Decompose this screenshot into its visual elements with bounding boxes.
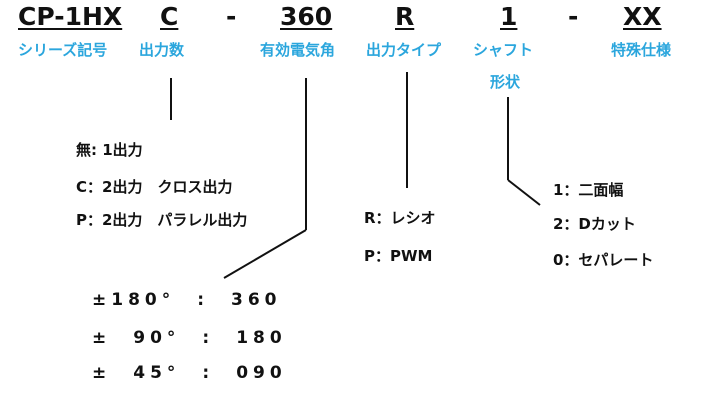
angle-option-180: ± 90° : 180 bbox=[92, 328, 287, 348]
code-shaft: 1 bbox=[500, 2, 518, 31]
code-output: C bbox=[160, 2, 179, 31]
shaft-option-double-flat: 1：二面幅 bbox=[553, 181, 624, 199]
caption-type: 出力タイプ bbox=[366, 41, 442, 59]
shaft-option-separate: 0：セパレート bbox=[553, 251, 654, 269]
code-series: CP-1HX bbox=[18, 2, 123, 31]
shaft-option-d-cut: 2：Dカット bbox=[553, 215, 636, 233]
caption-series: シリーズ記号 bbox=[18, 41, 108, 59]
caption-angle: 有効電気角 bbox=[260, 41, 336, 59]
type-option-pwm: P：PWM bbox=[364, 247, 433, 265]
code-type: R bbox=[395, 2, 415, 31]
code-angle: 360 bbox=[280, 2, 333, 31]
caption-special: 特殊仕様 bbox=[611, 41, 672, 59]
output-option-none: 無: 1出力 bbox=[76, 141, 143, 159]
caption-shaft-line1: シャフト bbox=[473, 41, 534, 59]
code-separator-1: - bbox=[226, 2, 237, 31]
leader-shaft-diagonal bbox=[507, 179, 541, 206]
code-separator-2: - bbox=[568, 2, 579, 31]
output-option-cross: C：2出力 クロス出力 bbox=[76, 178, 233, 196]
output-option-parallel: P：2出力 パラレル出力 bbox=[76, 211, 248, 229]
code-special: XX bbox=[623, 2, 662, 31]
caption-shaft-line2: 形状 bbox=[490, 73, 521, 91]
caption-output: 出力数 bbox=[139, 41, 185, 59]
type-option-ratio: R：レシオ bbox=[364, 209, 436, 227]
angle-option-090: ± 45° : 090 bbox=[92, 363, 287, 383]
leader-angle-diagonal bbox=[223, 229, 307, 279]
angle-option-360: ±180° : 360 bbox=[92, 290, 282, 310]
